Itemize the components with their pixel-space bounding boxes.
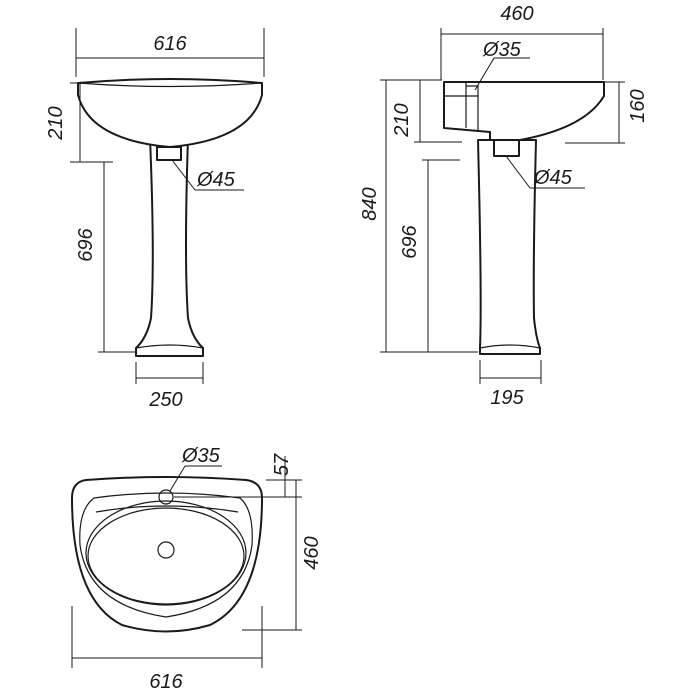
- top-tap-hole: [158, 489, 174, 505]
- side-rear-height-label: 160: [627, 89, 649, 122]
- top-tap-hole-label: Ø35: [181, 445, 221, 467]
- front-pedestal-height-label: 696: [75, 227, 97, 261]
- front-view: 616 210 696 250 Ø45: [45, 28, 265, 411]
- top-basin-bowl: [85, 500, 247, 606]
- front-pedestal: [135, 137, 204, 357]
- front-base-width-label: 250: [148, 389, 182, 411]
- side-drain-trap: [493, 139, 520, 157]
- front-width-label: 616: [153, 33, 187, 55]
- top-basin-rim: [79, 492, 253, 618]
- top-view: Ø35 57 460 616: [71, 445, 323, 693]
- side-basin: [443, 81, 605, 141]
- side-pedestal-height-label: 696: [399, 224, 421, 258]
- side-total-height-label: 840: [359, 187, 381, 220]
- side-tap-hole: [466, 85, 479, 96]
- side-depth-label: 460: [500, 3, 533, 25]
- top-width-label: 616: [149, 671, 183, 693]
- side-tap-hole-label: Ø35: [482, 39, 522, 61]
- top-basin-outline: [71, 476, 263, 633]
- side-view: 460 Ø35 160 840 210 696 Ø45 195: [359, 3, 649, 409]
- front-basin-bowl: [77, 78, 263, 148]
- top-depth-label: 460: [301, 536, 323, 569]
- side-bowl-height-label: 210: [391, 103, 413, 137]
- front-drain-trap: [156, 146, 182, 161]
- front-drain-label: Ø45: [196, 169, 236, 191]
- side-base-width-label: 195: [490, 387, 524, 409]
- front-bowl-height-label: 210: [45, 106, 67, 140]
- side-drain-label: Ø45: [533, 167, 573, 189]
- top-drain-hole: [157, 541, 175, 559]
- top-tap-offset-label: 57: [271, 453, 293, 476]
- side-pedestal: [477, 139, 541, 355]
